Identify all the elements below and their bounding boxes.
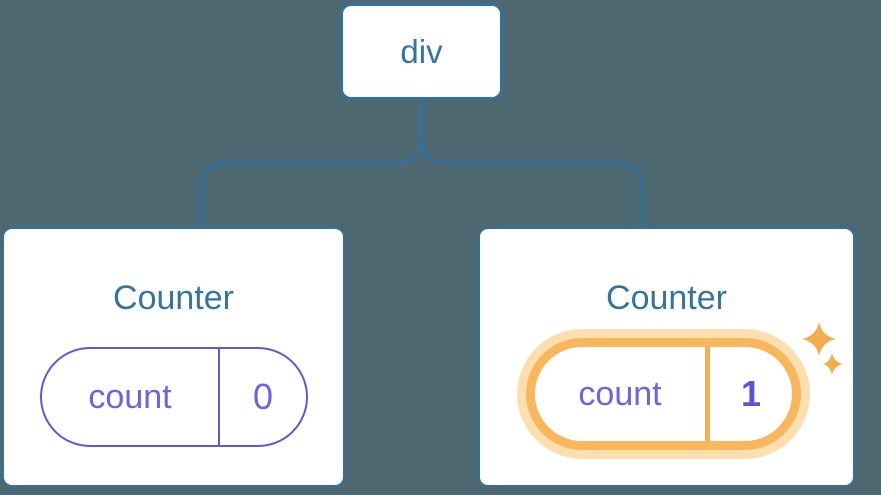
state-pill-highlighted: count 1 bbox=[526, 338, 801, 450]
state-value: 0 bbox=[252, 376, 274, 417]
component-title: Counter bbox=[113, 279, 234, 317]
component-title: Counter bbox=[606, 279, 727, 317]
counter-card-left: Counter count 0 bbox=[2, 227, 345, 487]
pill-divider bbox=[218, 349, 220, 445]
sparkles-icon bbox=[802, 322, 843, 375]
state-name-label: count bbox=[88, 377, 172, 416]
root-node-div: div bbox=[340, 3, 503, 100]
counter-card-right: Counter count 1 bbox=[478, 227, 855, 487]
state-pill: count 0 bbox=[40, 347, 308, 447]
root-node-label: div bbox=[400, 32, 443, 70]
state-value: 1 bbox=[740, 373, 762, 414]
pill-divider bbox=[705, 347, 710, 441]
state-name-label: count bbox=[578, 374, 662, 413]
